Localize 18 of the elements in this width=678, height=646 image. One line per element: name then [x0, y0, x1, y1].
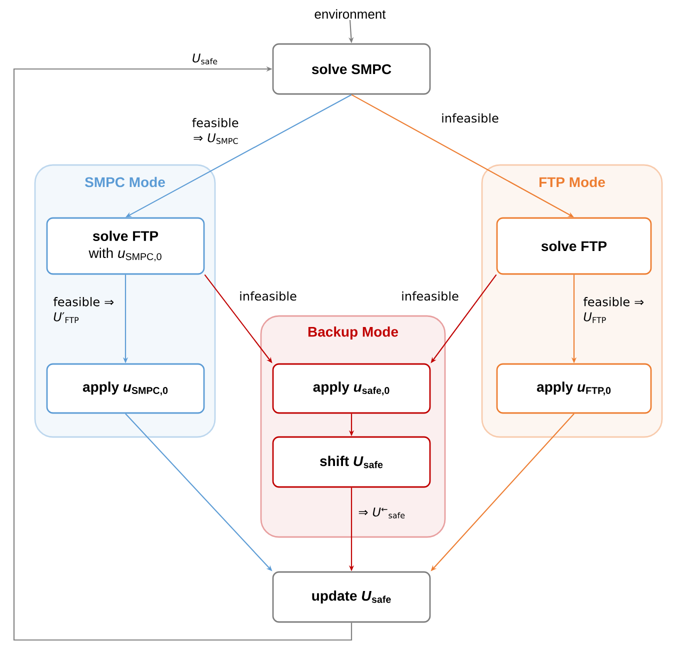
input-label: environment	[314, 9, 386, 19]
process-box: apply u$_{SMPC,0}$	[46, 363, 205, 414]
process-box: apply u$_{safe,0}$	[272, 363, 431, 414]
process-box: solve FTP	[496, 217, 652, 275]
edge-label: infeasible	[402, 291, 458, 301]
edge-label: feasible ⇒ U$_{FTP}$	[583, 297, 644, 323]
edge-label: infeasible	[442, 113, 498, 123]
edge-label: U$_{safe}$	[192, 54, 218, 64]
process-box: solve FTP with u$_{SMPC,0}$	[46, 217, 205, 275]
arrow	[13, 66, 352, 641]
edge-label: ⇒ U$^{←}$safe	[358, 508, 405, 518]
edge-label: feasible ⇒ U$_{SMPC}$	[192, 118, 238, 144]
process-box: shift U$_{safe}$	[272, 436, 431, 488]
process-box: update U$_{safe}$	[272, 571, 431, 623]
edge-label: infeasible	[240, 291, 296, 301]
process-box: apply u$_{FTP,0}$	[496, 363, 652, 414]
process-box: solve SMPC	[272, 43, 431, 95]
edge-label: feasible ⇒ U′$_{FTP}$	[53, 297, 114, 323]
